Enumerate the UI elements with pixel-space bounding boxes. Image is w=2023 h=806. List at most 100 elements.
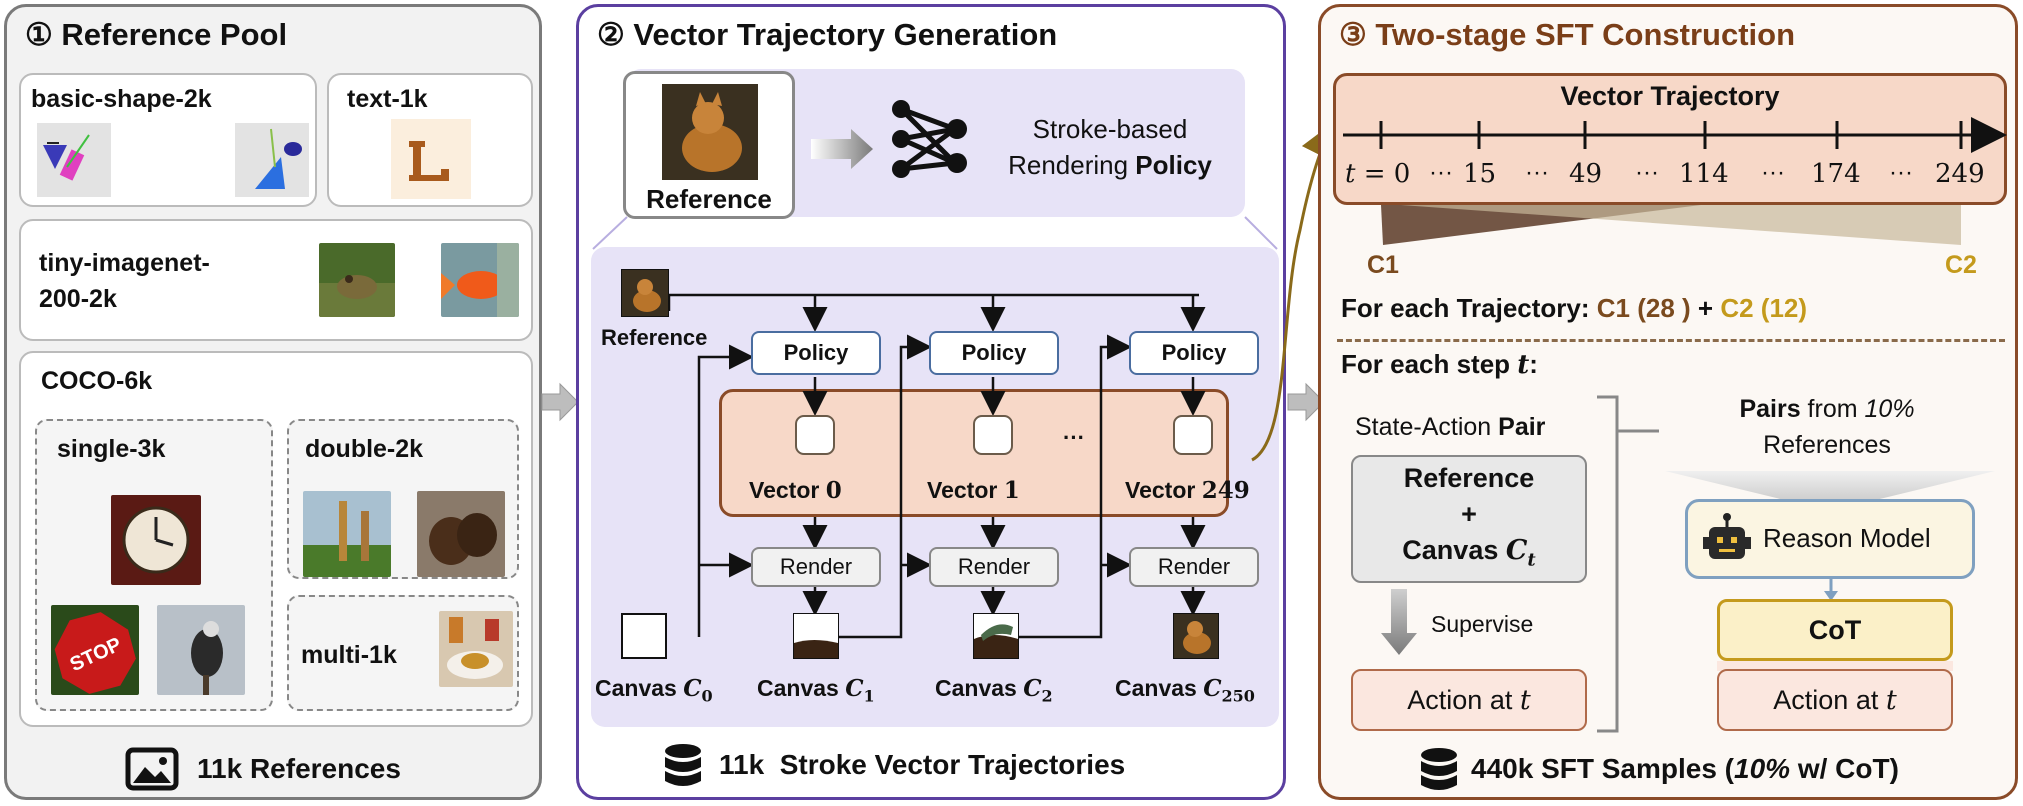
c2-label: C2 (1945, 251, 1977, 279)
cot-box: CoT (1717, 599, 1953, 661)
zoom-connectors (592, 216, 1278, 250)
trajectory-timeline (1343, 117, 2007, 153)
stop-sign-thumb: STOP (51, 605, 139, 695)
basic-shape-card: basic-shape-2k (19, 73, 317, 207)
tick-dots-5: ··· (1889, 159, 1913, 186)
cat-image (662, 84, 758, 180)
reference-pool-panel: ① Reference Pool basic-shape-2k text-1k … (4, 4, 542, 800)
basic-shape-thumb-2 (235, 123, 309, 197)
canvas-label-250: Canvas C250 (1115, 675, 1255, 706)
neural-network-icon (892, 100, 967, 178)
reason-model-label: Reason Model (1763, 523, 1931, 553)
database-icon-2 (1421, 748, 1457, 790)
tiny-imagenet-card: tiny-imagenet- 200-2k (19, 219, 533, 341)
food-thumb (439, 611, 513, 687)
cot-action-connector (1717, 661, 1953, 671)
trajectory-generation-title: ② Vector Trajectory Generation (597, 17, 1058, 52)
eagle-thumb (157, 605, 245, 695)
vector-square-1 (973, 415, 1013, 455)
policy-box-1: Policy (929, 331, 1059, 375)
bears-thumb (417, 491, 505, 577)
pair-bracket (1597, 395, 1659, 733)
c1-label: C1 (1367, 251, 1399, 279)
gradient-arrow (811, 129, 873, 169)
sampling-wedges (1381, 205, 1961, 245)
action-box-1: Action at t (1351, 669, 1587, 731)
state-action-label: State-Action Pair (1355, 413, 1546, 441)
sft-samples-count: 440k SFT Samples (10% w/ CoT) (1471, 753, 1899, 784)
vector-label-1: Vector 1 (927, 477, 1020, 504)
section-divider (1337, 339, 2005, 342)
reference-card: Reference (623, 71, 795, 219)
double-label: double-2k (305, 435, 424, 463)
reason-to-cot-arrow (1824, 579, 1838, 601)
canvas-1 (793, 613, 839, 659)
database-icon (665, 744, 701, 786)
sft-construction-panel: ③ Two-stage SFT Construction Vector Traj… (1318, 4, 2018, 800)
each-trajectory-line: For each Trajectory: C1 (28 ) + C2 (12) (1341, 293, 1808, 323)
reference-thumb-small (621, 269, 669, 317)
tick-15: 15 (1463, 159, 1497, 189)
multi-label: multi-1k (301, 641, 397, 669)
text-label: text-1k (347, 85, 428, 113)
vector-square-0 (795, 415, 835, 455)
tick-114: 114 (1679, 159, 1729, 189)
robot-icon (1703, 513, 1751, 559)
reference-card-label: Reference (646, 184, 772, 214)
tick-dots-4: ··· (1761, 159, 1785, 186)
supervise-arrow (1381, 589, 1417, 655)
reference-canvas-box: Reference + Canvas Ct (1351, 455, 1587, 583)
canvas-250 (1173, 613, 1219, 659)
render-box-1: Render (929, 547, 1059, 587)
tiny-imagenet-label-2: 200-2k (39, 285, 117, 313)
canvas-2 (973, 613, 1019, 659)
pairs-from-label: Pairs from 10% References (1739, 395, 1915, 459)
trajectory-title: Vector Trajectory (1560, 81, 1780, 111)
sft-construction-title: ③ Two-stage SFT Construction (1339, 17, 1796, 52)
double-group: double-2k (287, 419, 519, 579)
text-thumb (391, 119, 471, 199)
vector-label-2: Vector 249 (1125, 477, 1250, 504)
policy-box-2: Policy (1129, 331, 1259, 375)
pipeline-flow (667, 293, 1206, 639)
tick-dots-1: ··· (1429, 159, 1453, 186)
canvas-0 (621, 613, 667, 659)
trajectory-generation-panel: ② Vector Trajectory Generation Reference (576, 4, 1286, 800)
reference-small-label: Reference (601, 325, 708, 350)
tiny-imagenet-label-1: tiny-imagenet- (39, 249, 210, 277)
policy-box-0: Policy (751, 331, 881, 375)
tick-249: 249 (1935, 159, 1985, 189)
basic-shape-label: basic-shape-2k (31, 85, 212, 113)
render-box-0: Render (751, 547, 881, 587)
canvas-label-1: Canvas C1 (757, 675, 875, 706)
tick-dots-3: ··· (1635, 159, 1659, 186)
tick-dots-2: ··· (1525, 159, 1549, 186)
canvas-label-2: Canvas C2 (935, 675, 1053, 706)
goldfish-thumb (441, 243, 519, 317)
trajectory-box (1333, 73, 2007, 205)
giraffe-thumb (303, 491, 391, 577)
arrow-2-to-3 (1287, 382, 1325, 422)
coco-card: COCO-6k single-3k STOP double-2 (19, 351, 533, 727)
coco-label: COCO-6k (41, 367, 153, 395)
canvas-label-0: Canvas C0 (595, 675, 713, 706)
clock-thumb (111, 495, 201, 585)
vector-label-0: Vector 0 (749, 477, 842, 504)
policy-line-1: Stroke-based (1032, 114, 1188, 144)
supervise-label: Supervise (1431, 611, 1534, 637)
policy-line-2: Rendering Policy (1008, 150, 1212, 180)
reference-pool-title: ① Reference Pool (25, 17, 288, 52)
single-group: single-3k STOP (35, 419, 273, 711)
each-step-line: For each step t: (1341, 349, 1538, 380)
vector-ellipsis: ··· (1063, 425, 1085, 450)
frog-thumb (319, 243, 395, 317)
image-icon (125, 747, 179, 791)
single-label: single-3k (57, 435, 166, 463)
render-box-2: Render (1129, 547, 1259, 587)
arrow-1-to-2 (541, 382, 579, 422)
vector-square-2 (1173, 415, 1213, 455)
tick-t0: t = 0 (1345, 159, 1411, 189)
text-card: text-1k (327, 73, 533, 207)
tick-49: 49 (1569, 159, 1603, 189)
action-box-2: Action at t (1717, 669, 1953, 731)
